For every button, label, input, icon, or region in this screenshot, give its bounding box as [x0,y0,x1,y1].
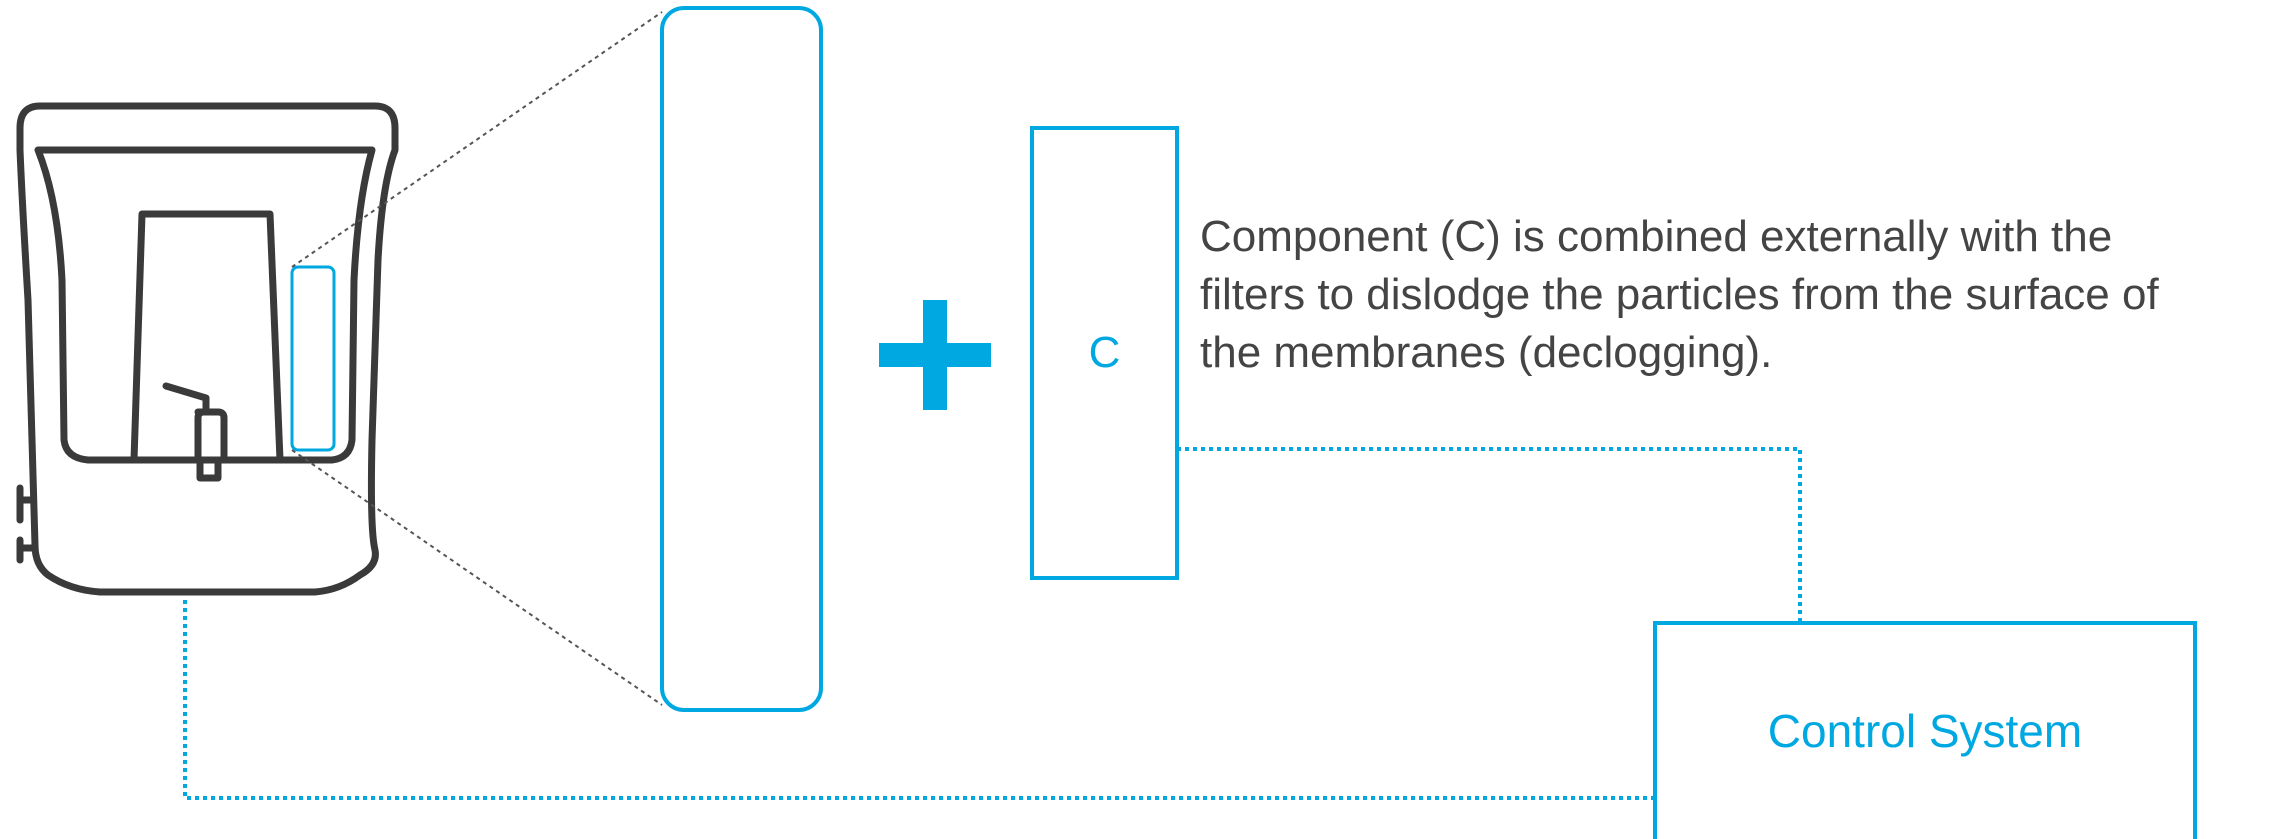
purifier-side-fitting [16,484,36,564]
component-c-box [1030,126,1179,580]
zoom-line-bottom [291,449,663,706]
purifier-outer-body [16,102,399,596]
zoom-line-top [291,11,663,268]
enlarged-filter [660,6,823,712]
control-system-label: Control System [1767,705,2083,757]
zoom-lines [291,11,663,706]
purifier-inner-reservoir [34,146,376,464]
description-line-2: filters to dislodge the particles from t… [1200,270,2159,319]
purifier-filter-window [290,265,336,452]
control-system-box [1653,621,2197,839]
description-line-3: the membranes (declogging). [1200,328,1773,377]
dotted-connectors [183,447,1802,800]
component-c-label: C [1088,328,1121,377]
connector-purifier-to-control [183,600,1655,800]
connector-c-to-control [1177,447,1802,623]
description-line-1: Component (C) is combined externally wit… [1200,212,2113,261]
plus-icon [879,300,991,410]
description-text: Component (C) is combined externally wit… [1200,208,2260,382]
water-purifier-icon [16,102,399,596]
purifier-tap [162,382,228,482]
purifier-tank-panel [130,210,284,464]
